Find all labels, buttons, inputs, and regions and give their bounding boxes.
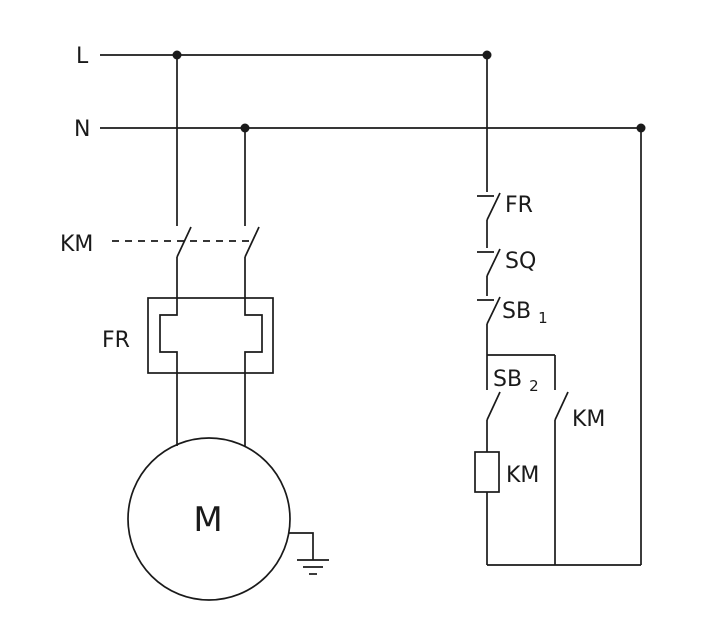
junction-dots-group xyxy=(172,50,646,133)
motor-circle xyxy=(127,437,291,601)
sb1-nc-blade xyxy=(486,296,501,325)
label-sb1: SB 1 xyxy=(502,299,548,327)
label-fr-heater: FR xyxy=(102,328,130,353)
label-sb2: SB 2 xyxy=(493,367,539,395)
ground-wire xyxy=(289,532,314,560)
km-aux-blade xyxy=(554,391,569,421)
label-sb1-base: SB xyxy=(502,299,531,324)
label-supply-l: L xyxy=(76,44,89,69)
fr-nc-blade xyxy=(486,192,501,221)
label-km-main: KM xyxy=(60,232,93,257)
fr-overload-box xyxy=(147,297,274,374)
junction-dot-l2 xyxy=(482,50,492,60)
km-main-blade-1 xyxy=(176,226,192,258)
junction-dot-l1 xyxy=(172,50,182,60)
fr-heater-element-right xyxy=(244,257,263,446)
label-motor: M xyxy=(193,500,222,540)
fr-heater-element-left xyxy=(159,257,178,446)
label-km-aux: KM xyxy=(572,407,605,432)
label-km-coil: KM xyxy=(506,463,539,488)
junction-dot-n1 xyxy=(240,123,250,133)
label-sb2-base: SB xyxy=(493,367,522,392)
label-fr-contact: FR xyxy=(505,193,533,218)
sq-nc-blade xyxy=(486,248,501,277)
km-main-blade-2 xyxy=(244,226,260,258)
wires-group xyxy=(100,54,645,601)
label-sq-contact: SQ xyxy=(505,249,536,274)
label-sb2-sub: 2 xyxy=(529,377,539,395)
label-supply-n: N xyxy=(74,117,90,142)
sb2-blade xyxy=(486,391,501,421)
label-sb1-sub: 1 xyxy=(538,309,548,327)
labels-group: L N KM FR M FR SQ SB 1 SB 2 KM KM xyxy=(60,44,605,540)
junction-dot-n2 xyxy=(636,123,646,133)
